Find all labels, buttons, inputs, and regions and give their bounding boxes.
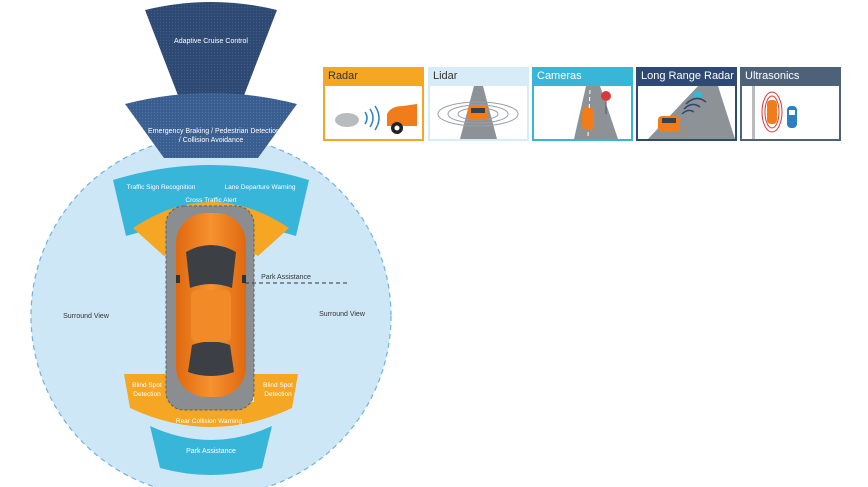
adaptive-cruise-control-zone — [145, 2, 277, 142]
label-emergency-braking-2: / Collision Avoidance — [179, 137, 244, 144]
label-emergency-braking-1: Emergency Braking / Pedestrian Detection — [148, 128, 280, 135]
label-park-assistance-side: Park Assistance — [261, 274, 311, 281]
label-cross-traffic-alert: Cross Traffic Alert — [185, 197, 236, 204]
camera-rear-zone — [150, 426, 272, 475]
ultrasonic-scene-icon — [742, 86, 839, 139]
legend-label-ultrasonics: Ultrasonics — [745, 70, 800, 82]
label-rear-collision-warning: Rear Collision Warning — [176, 418, 243, 425]
label-traffic-sign-recognition: Traffic Sign Recognition — [127, 184, 196, 191]
label-blind-spot-right-2: Detection — [264, 391, 292, 398]
lidar-scene-icon — [430, 86, 527, 139]
label-surround-view-right: Surround View — [319, 311, 366, 318]
long-range-radar-scene-icon — [638, 86, 735, 139]
legend-card-long-range-radar: Long Range Radar — [636, 67, 737, 141]
label-blind-spot-left-1: Blind Spot — [132, 382, 162, 389]
label-park-assistance-rear: Park Assistance — [186, 448, 236, 455]
camera-scene-icon — [534, 86, 631, 139]
legend-card-cameras: Cameras — [532, 67, 633, 141]
emergency-braking-zone — [125, 93, 297, 158]
label-surround-view-left: Surround View — [63, 313, 110, 320]
label-blind-spot-right-1: Blind Spot — [263, 382, 293, 389]
car-top-view — [176, 213, 246, 397]
legend-label-lidar: Lidar — [433, 70, 458, 82]
label-adaptive-cruise-control: Adaptive Cruise Control — [174, 38, 248, 45]
legend-label-cameras: Cameras — [537, 70, 582, 82]
legend-label-long-range-radar: Long Range Radar — [641, 70, 734, 82]
legend-card-radar: Radar — [323, 67, 424, 141]
radar-scene-icon — [325, 86, 422, 139]
label-lane-departure-warning: Lane Departure Warning — [225, 184, 296, 191]
legend-card-ultrasonics: Ultrasonics — [740, 67, 841, 141]
legend-card-lidar: Lidar — [428, 67, 529, 141]
legend-label-radar: Radar — [328, 70, 358, 82]
label-blind-spot-left-2: Detection — [133, 391, 161, 398]
